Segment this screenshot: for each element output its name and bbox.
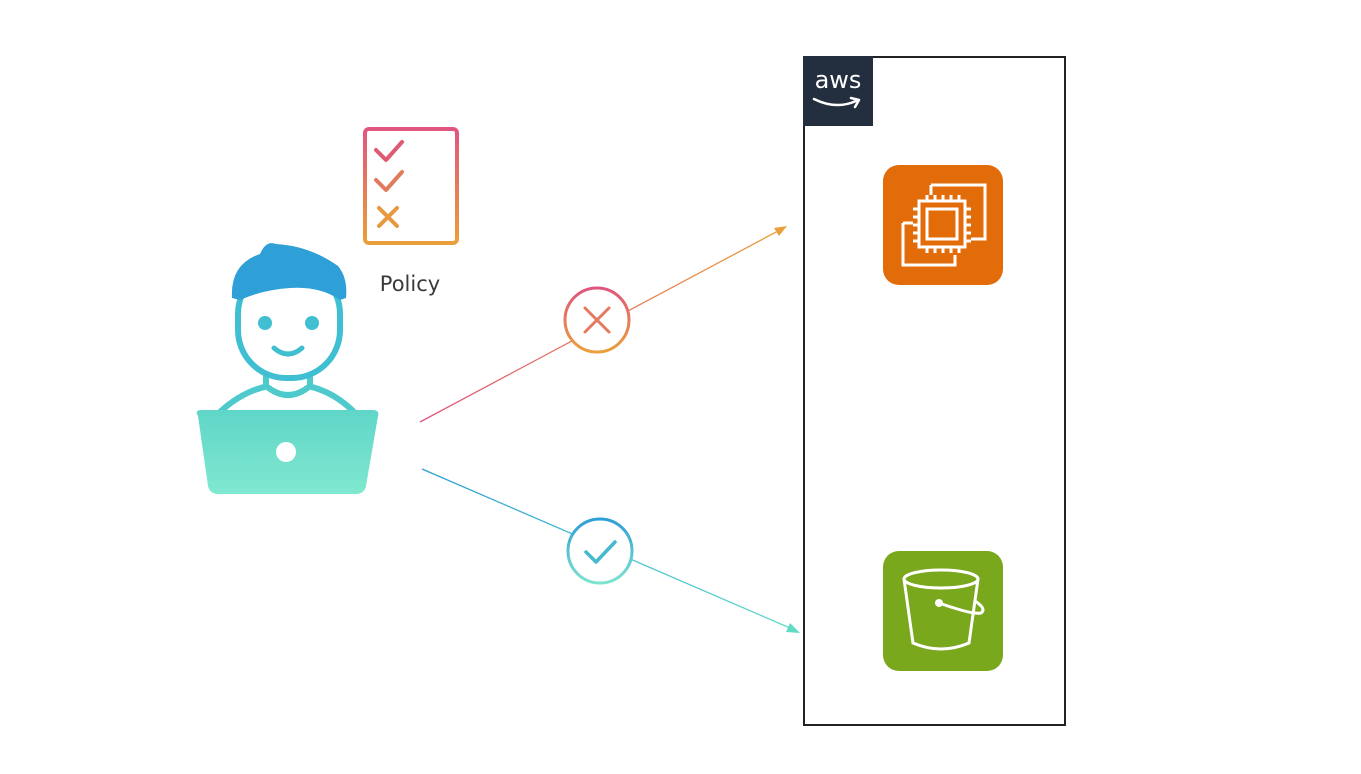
ec2-chip-icon[interactable]: [883, 165, 1003, 285]
s3-bucket-icon[interactable]: [883, 551, 1003, 671]
aws-smile-icon: [812, 96, 861, 109]
x-circle-icon: [563, 286, 631, 354]
aws-logo-badge: [803, 56, 873, 126]
cross-mark-icon: [377, 206, 399, 228]
policy-label: Policy: [379, 272, 441, 296]
policy-document-icon: [363, 127, 459, 245]
aws-logo-text: aws: [814, 66, 862, 94]
check-circle-icon: [566, 517, 634, 585]
allow-arrowhead: [786, 623, 800, 633]
check-mark-icon: [374, 140, 404, 162]
check-mark-icon: [374, 170, 404, 192]
deny-arrowhead: [774, 226, 787, 236]
user-with-laptop-icon: [196, 243, 379, 494]
